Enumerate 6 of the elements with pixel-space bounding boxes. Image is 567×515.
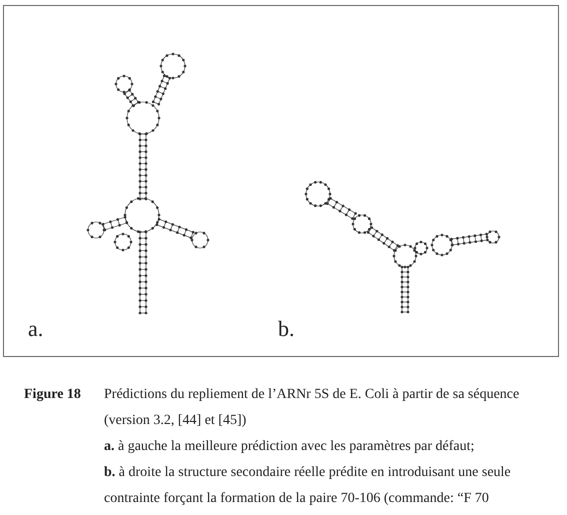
- panel-label: a.: [28, 318, 44, 340]
- caption-text: b. à droite la structure secondaire réelle prédite en introduisant une seule contrainte forçant la formation de la paire 70-106 (commande: “F 70: [104, 464, 512, 508]
- caption-text: Prédictions du repliement de l’ARNr 5S de E. Coli à partir de sa séquence (version 3.2, [44] et [45]): [104, 386, 520, 430]
- panel-label: b.: [278, 318, 294, 340]
- caption-text: a. à gauche la meilleure prédiction avec les paramètres par défaut;: [104, 438, 476, 456]
- figure-number: Figure 18: [24, 386, 81, 404]
